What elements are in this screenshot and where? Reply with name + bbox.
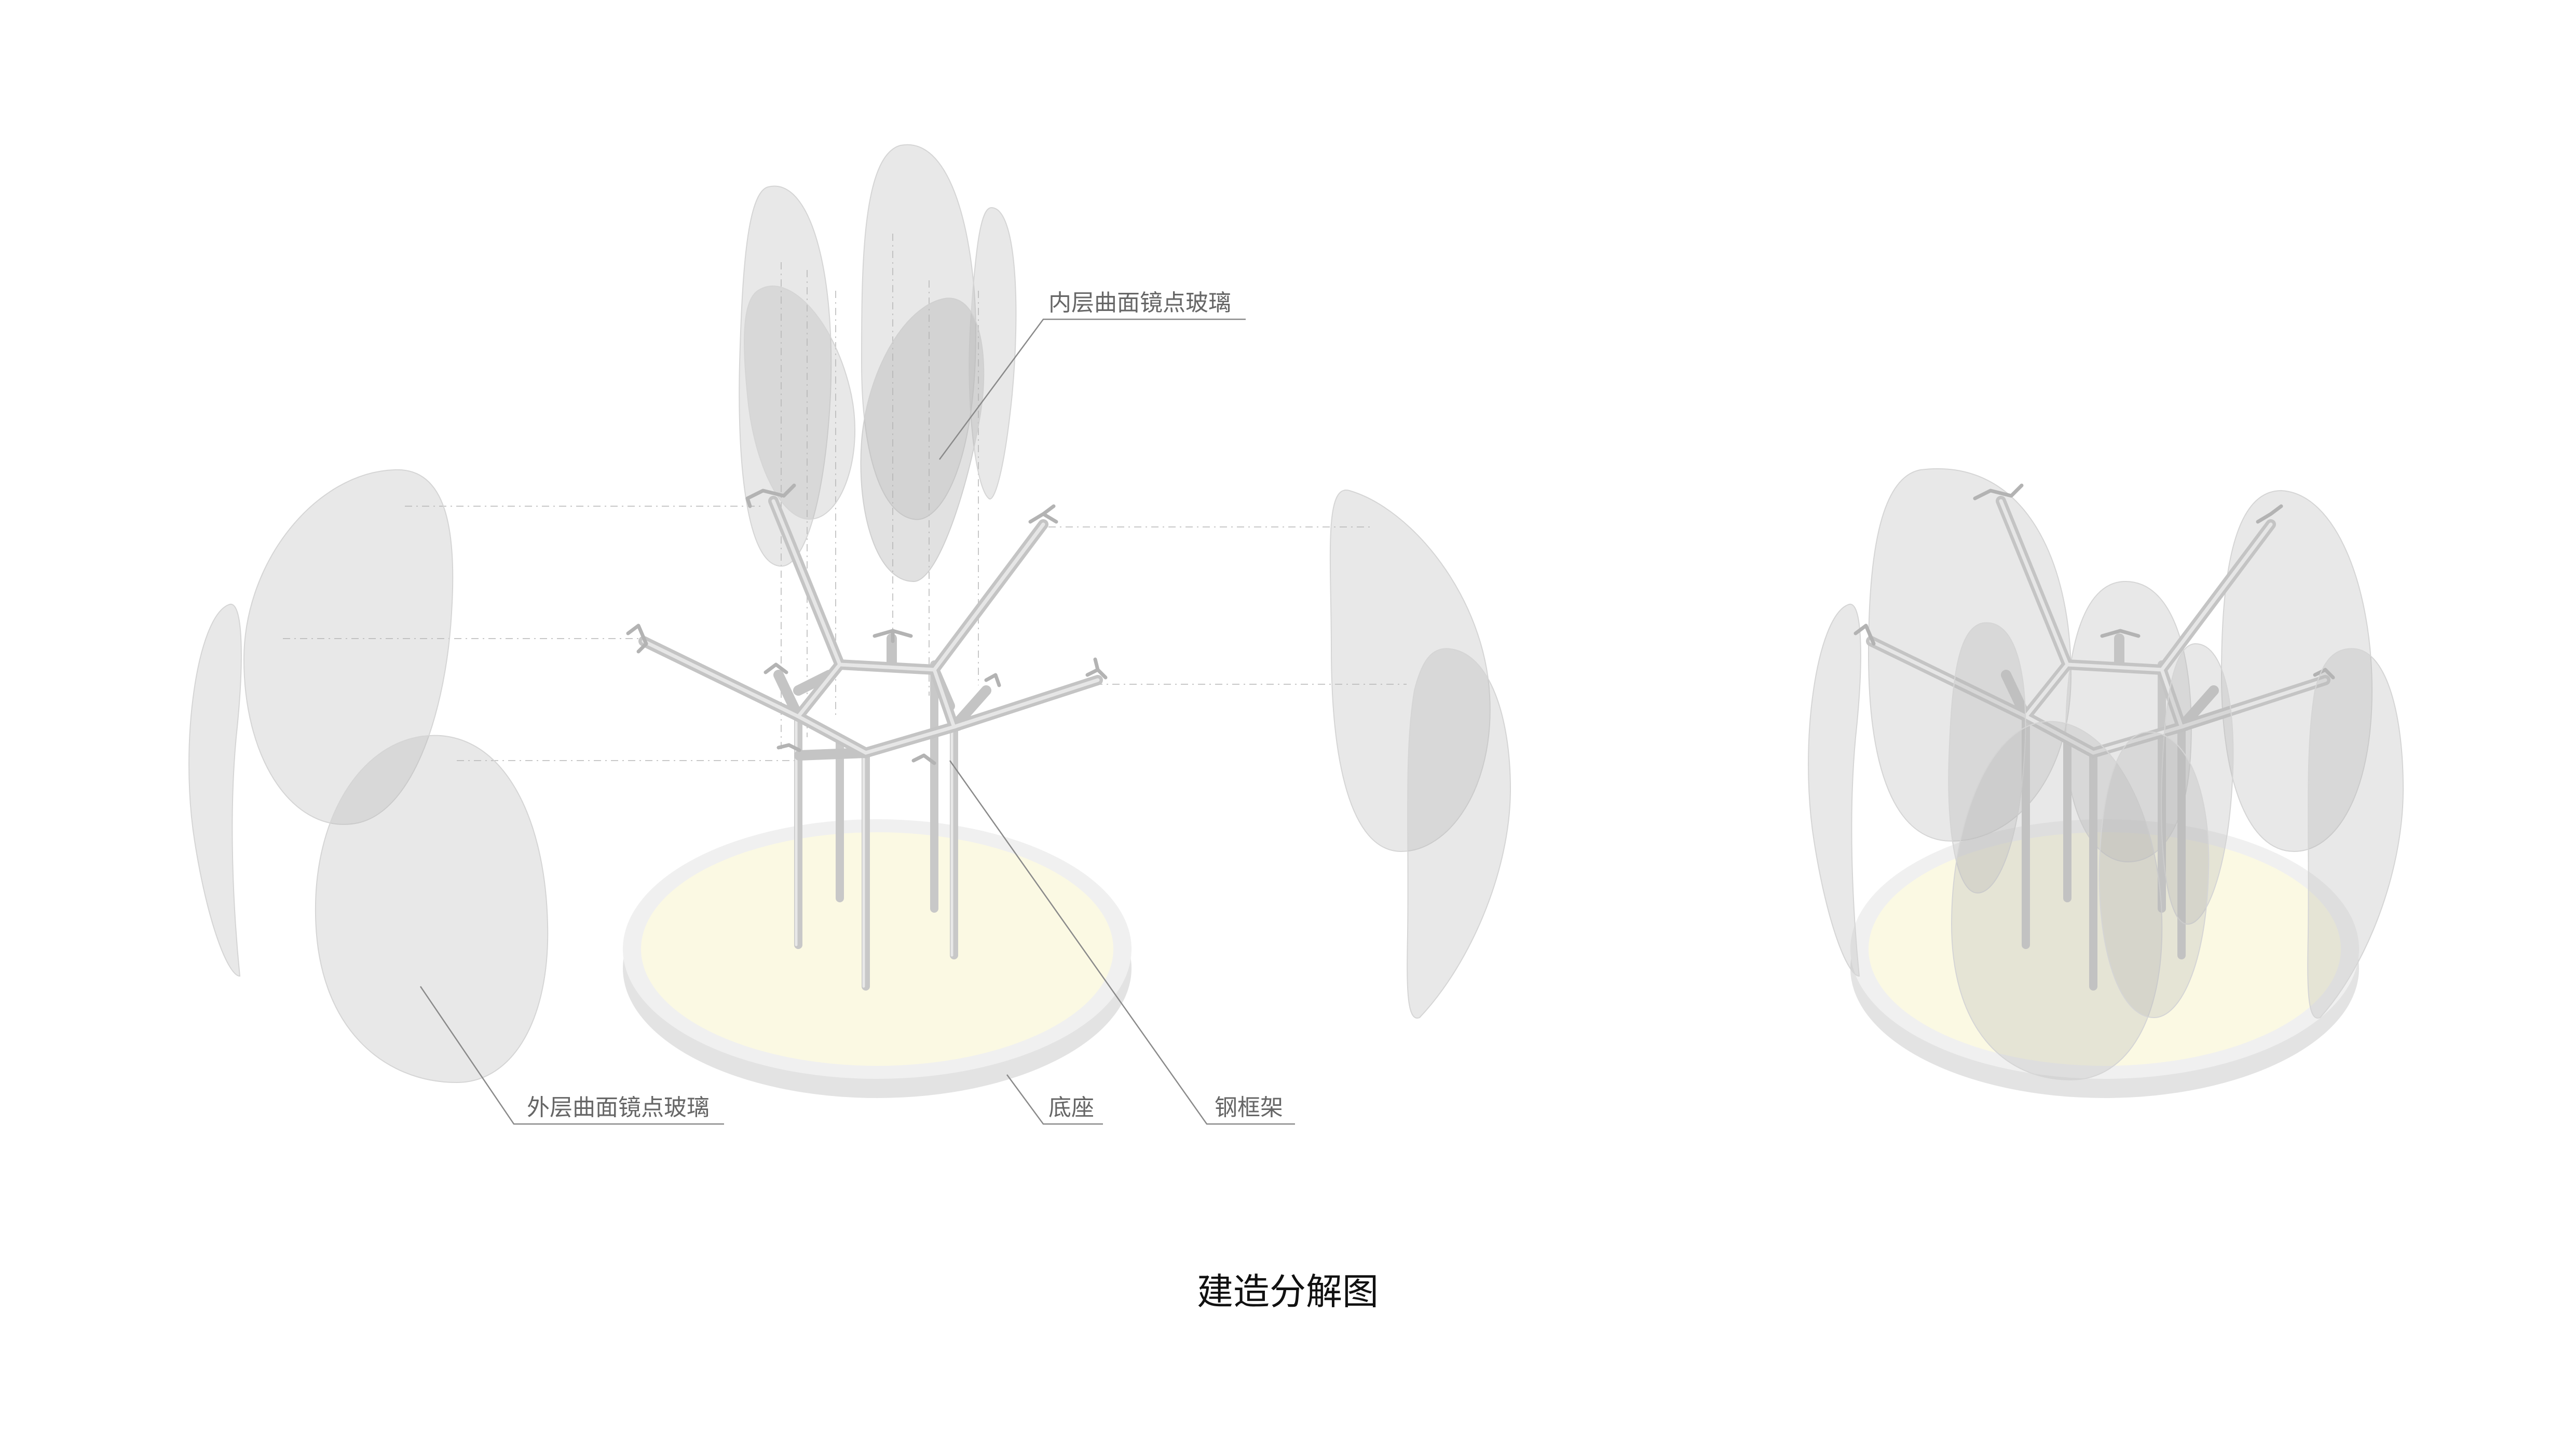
- steel-frame: [626, 483, 1108, 991]
- assembled-base-disc: [1850, 819, 2359, 1098]
- diagram-caption: 建造分解图: [1197, 1270, 1379, 1313]
- base-label: 底座: [1048, 1094, 1094, 1121]
- outer-glass-label: 外层曲面镜点玻璃: [527, 1094, 710, 1121]
- outer-glass-panes-right: [1329, 489, 1511, 1019]
- inner-glass-label: 内层曲面镜点玻璃: [1048, 290, 1231, 316]
- steel-frame-label: 钢框架: [1215, 1094, 1283, 1121]
- base-disc: [623, 819, 1132, 1098]
- leader-lines: [419, 318, 1295, 1125]
- assembled-glass-front: [1948, 622, 2404, 1081]
- outer-glass-panes-left: [188, 469, 549, 1084]
- assembled-view: [1808, 468, 2404, 1098]
- exploded-view: 内层曲面镜点玻璃 外层曲面镜点玻璃 底座 钢框架: [188, 144, 1511, 1125]
- outer-pane-guides: [283, 506, 1407, 761]
- inner-glass-panes: [739, 144, 1017, 583]
